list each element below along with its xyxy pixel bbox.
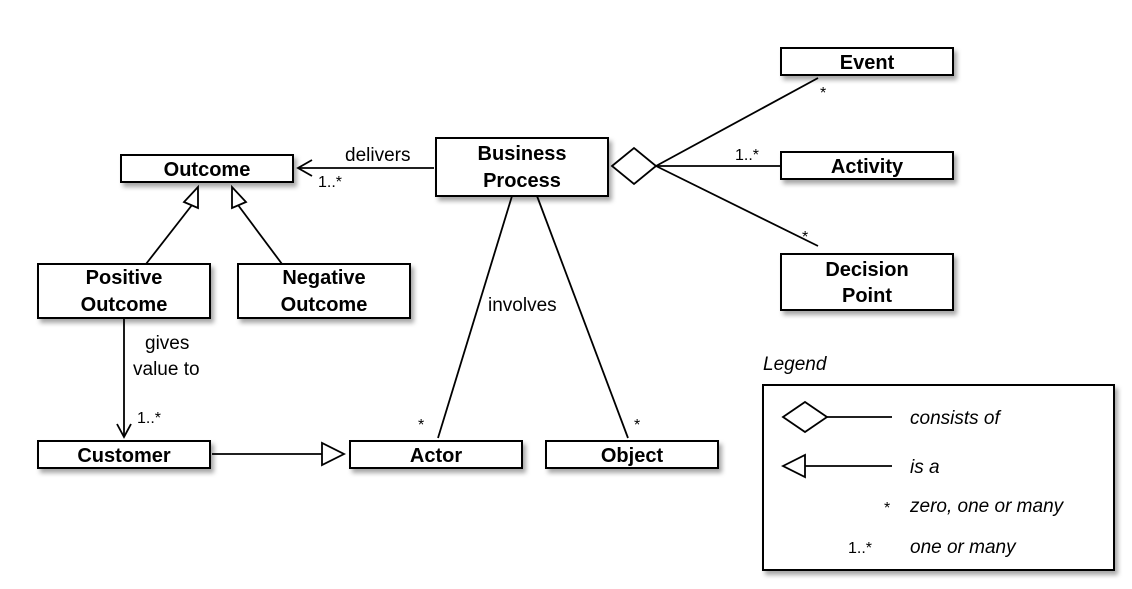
event-box[interactable] bbox=[780, 47, 954, 76]
outcome-box[interactable] bbox=[120, 154, 294, 183]
involves-object-line bbox=[536, 195, 629, 439]
aggregation-event-line bbox=[655, 77, 819, 167]
outcome-multiplicity: 1..* bbox=[318, 174, 342, 191]
involves-actor-line bbox=[437, 195, 513, 439]
negative-outcome-label-line1: Negative bbox=[282, 267, 365, 289]
legend-one-many-meaning: one or many bbox=[910, 537, 1017, 558]
object-multiplicity: * bbox=[634, 417, 640, 434]
legend-consists-of-label: consists of bbox=[910, 408, 1001, 429]
negative-generalization-triangle bbox=[231, 184, 248, 210]
customer-generalization-triangle bbox=[321, 441, 347, 467]
business-process-label-line2: Process bbox=[483, 170, 561, 192]
activity-label: Activity bbox=[831, 156, 904, 178]
outcome-label: Outcome bbox=[164, 159, 251, 181]
negative-to-outcome-line bbox=[237, 204, 283, 265]
actor-multiplicity: * bbox=[418, 417, 424, 434]
gives-value-label-line2: value to bbox=[133, 359, 200, 380]
legend-is-a-label: is a bbox=[910, 457, 940, 478]
activity-box[interactable] bbox=[780, 151, 954, 180]
decision-point-label-line1: Decision bbox=[825, 259, 908, 281]
legend-star-symbol: * bbox=[884, 500, 890, 517]
delivers-label: delivers bbox=[345, 145, 410, 166]
multiplicity-labels: 1..* * 1..* * 1..* * * bbox=[137, 85, 826, 434]
customer-box[interactable] bbox=[37, 440, 211, 469]
negative-outcome-box[interactable] bbox=[237, 263, 411, 319]
class-boxes bbox=[37, 47, 1115, 571]
positive-generalization-triangle bbox=[182, 184, 199, 210]
legend-title: Legend bbox=[763, 354, 828, 375]
gives-value-arrowhead bbox=[116, 423, 132, 439]
business-process-box[interactable] bbox=[435, 137, 609, 197]
decision-point-box[interactable] bbox=[780, 253, 954, 311]
decision-point-label-line2: Point bbox=[842, 285, 892, 307]
object-label: Object bbox=[601, 445, 664, 467]
positive-outcome-box[interactable] bbox=[37, 263, 211, 319]
event-label: Event bbox=[840, 52, 895, 74]
actor-label: Actor bbox=[410, 445, 462, 467]
actor-box[interactable] bbox=[349, 440, 523, 469]
negative-outcome-label-line2: Outcome bbox=[281, 294, 368, 316]
delivers-arrowhead bbox=[296, 159, 313, 177]
aggregation-decision-line bbox=[655, 165, 819, 247]
positive-to-outcome-line bbox=[145, 204, 193, 265]
gives-value-label-line1: gives bbox=[145, 333, 189, 354]
positive-outcome-label-line1: Positive bbox=[86, 267, 163, 289]
class-labels: Outcome Business Process Event Activity … bbox=[77, 52, 908, 467]
aggregation-diamond bbox=[610, 146, 658, 186]
involves-label: involves bbox=[488, 295, 557, 316]
decision-point-multiplicity: * bbox=[802, 229, 808, 246]
event-multiplicity: * bbox=[820, 85, 826, 102]
connectors bbox=[116, 77, 819, 467]
object-box[interactable] bbox=[545, 440, 719, 469]
legend-one-many-symbol: 1..* bbox=[848, 540, 872, 557]
legend-star-meaning: zero, one or many bbox=[909, 496, 1065, 517]
activity-multiplicity: 1..* bbox=[735, 147, 759, 164]
positive-outcome-label-line2: Outcome bbox=[81, 294, 168, 316]
legend: Legend consists of is a * zero, one or m… bbox=[763, 354, 1065, 558]
customer-label: Customer bbox=[77, 445, 171, 467]
customer-multiplicity: 1..* bbox=[137, 410, 161, 427]
business-process-label-line1: Business bbox=[478, 143, 567, 165]
relation-labels: delivers involves gives value to bbox=[133, 145, 557, 380]
